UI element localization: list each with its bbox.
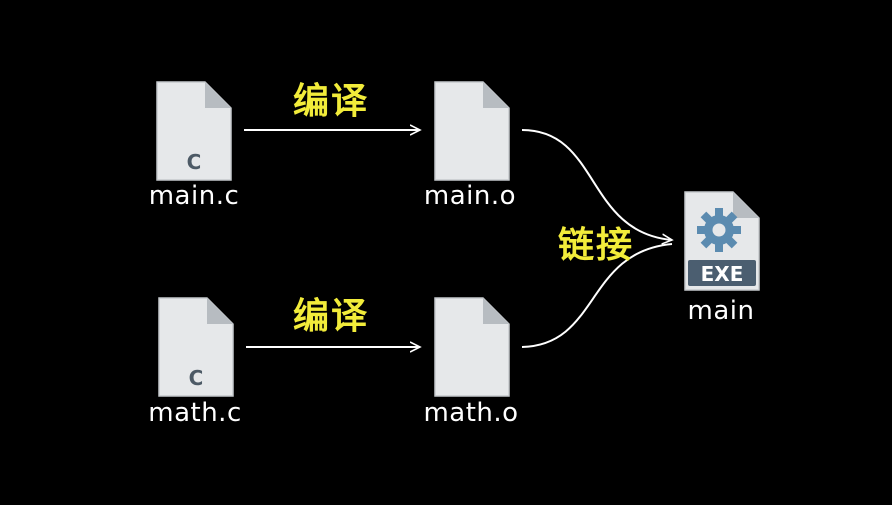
file-label-main-exe: main bbox=[687, 296, 755, 326]
file-badge: C bbox=[187, 150, 202, 174]
exe-file-icon: EXE bbox=[683, 190, 761, 292]
exe-gear-icon bbox=[697, 208, 741, 252]
object-file-icon-main bbox=[433, 80, 511, 182]
link-label: 链接 bbox=[558, 225, 635, 266]
file-label-main-o: main.o bbox=[423, 181, 517, 211]
exe-badge: EXE bbox=[701, 262, 744, 286]
link-curve-bottom bbox=[521, 243, 673, 348]
file-badge: C bbox=[189, 366, 204, 390]
compile-label-top: 编译 bbox=[293, 81, 370, 122]
object-file-icon-math bbox=[433, 296, 511, 398]
c-source-file-icon-main: C bbox=[155, 80, 233, 182]
file-label-main-c: main.c bbox=[148, 181, 240, 211]
c-source-file-icon-math: C bbox=[157, 296, 235, 398]
link-curve-top bbox=[521, 129, 672, 240]
compile-label-bottom: 编译 bbox=[293, 296, 370, 337]
file-label-math-o: math.o bbox=[423, 398, 519, 428]
file-label-math-c: math.c bbox=[148, 398, 242, 428]
